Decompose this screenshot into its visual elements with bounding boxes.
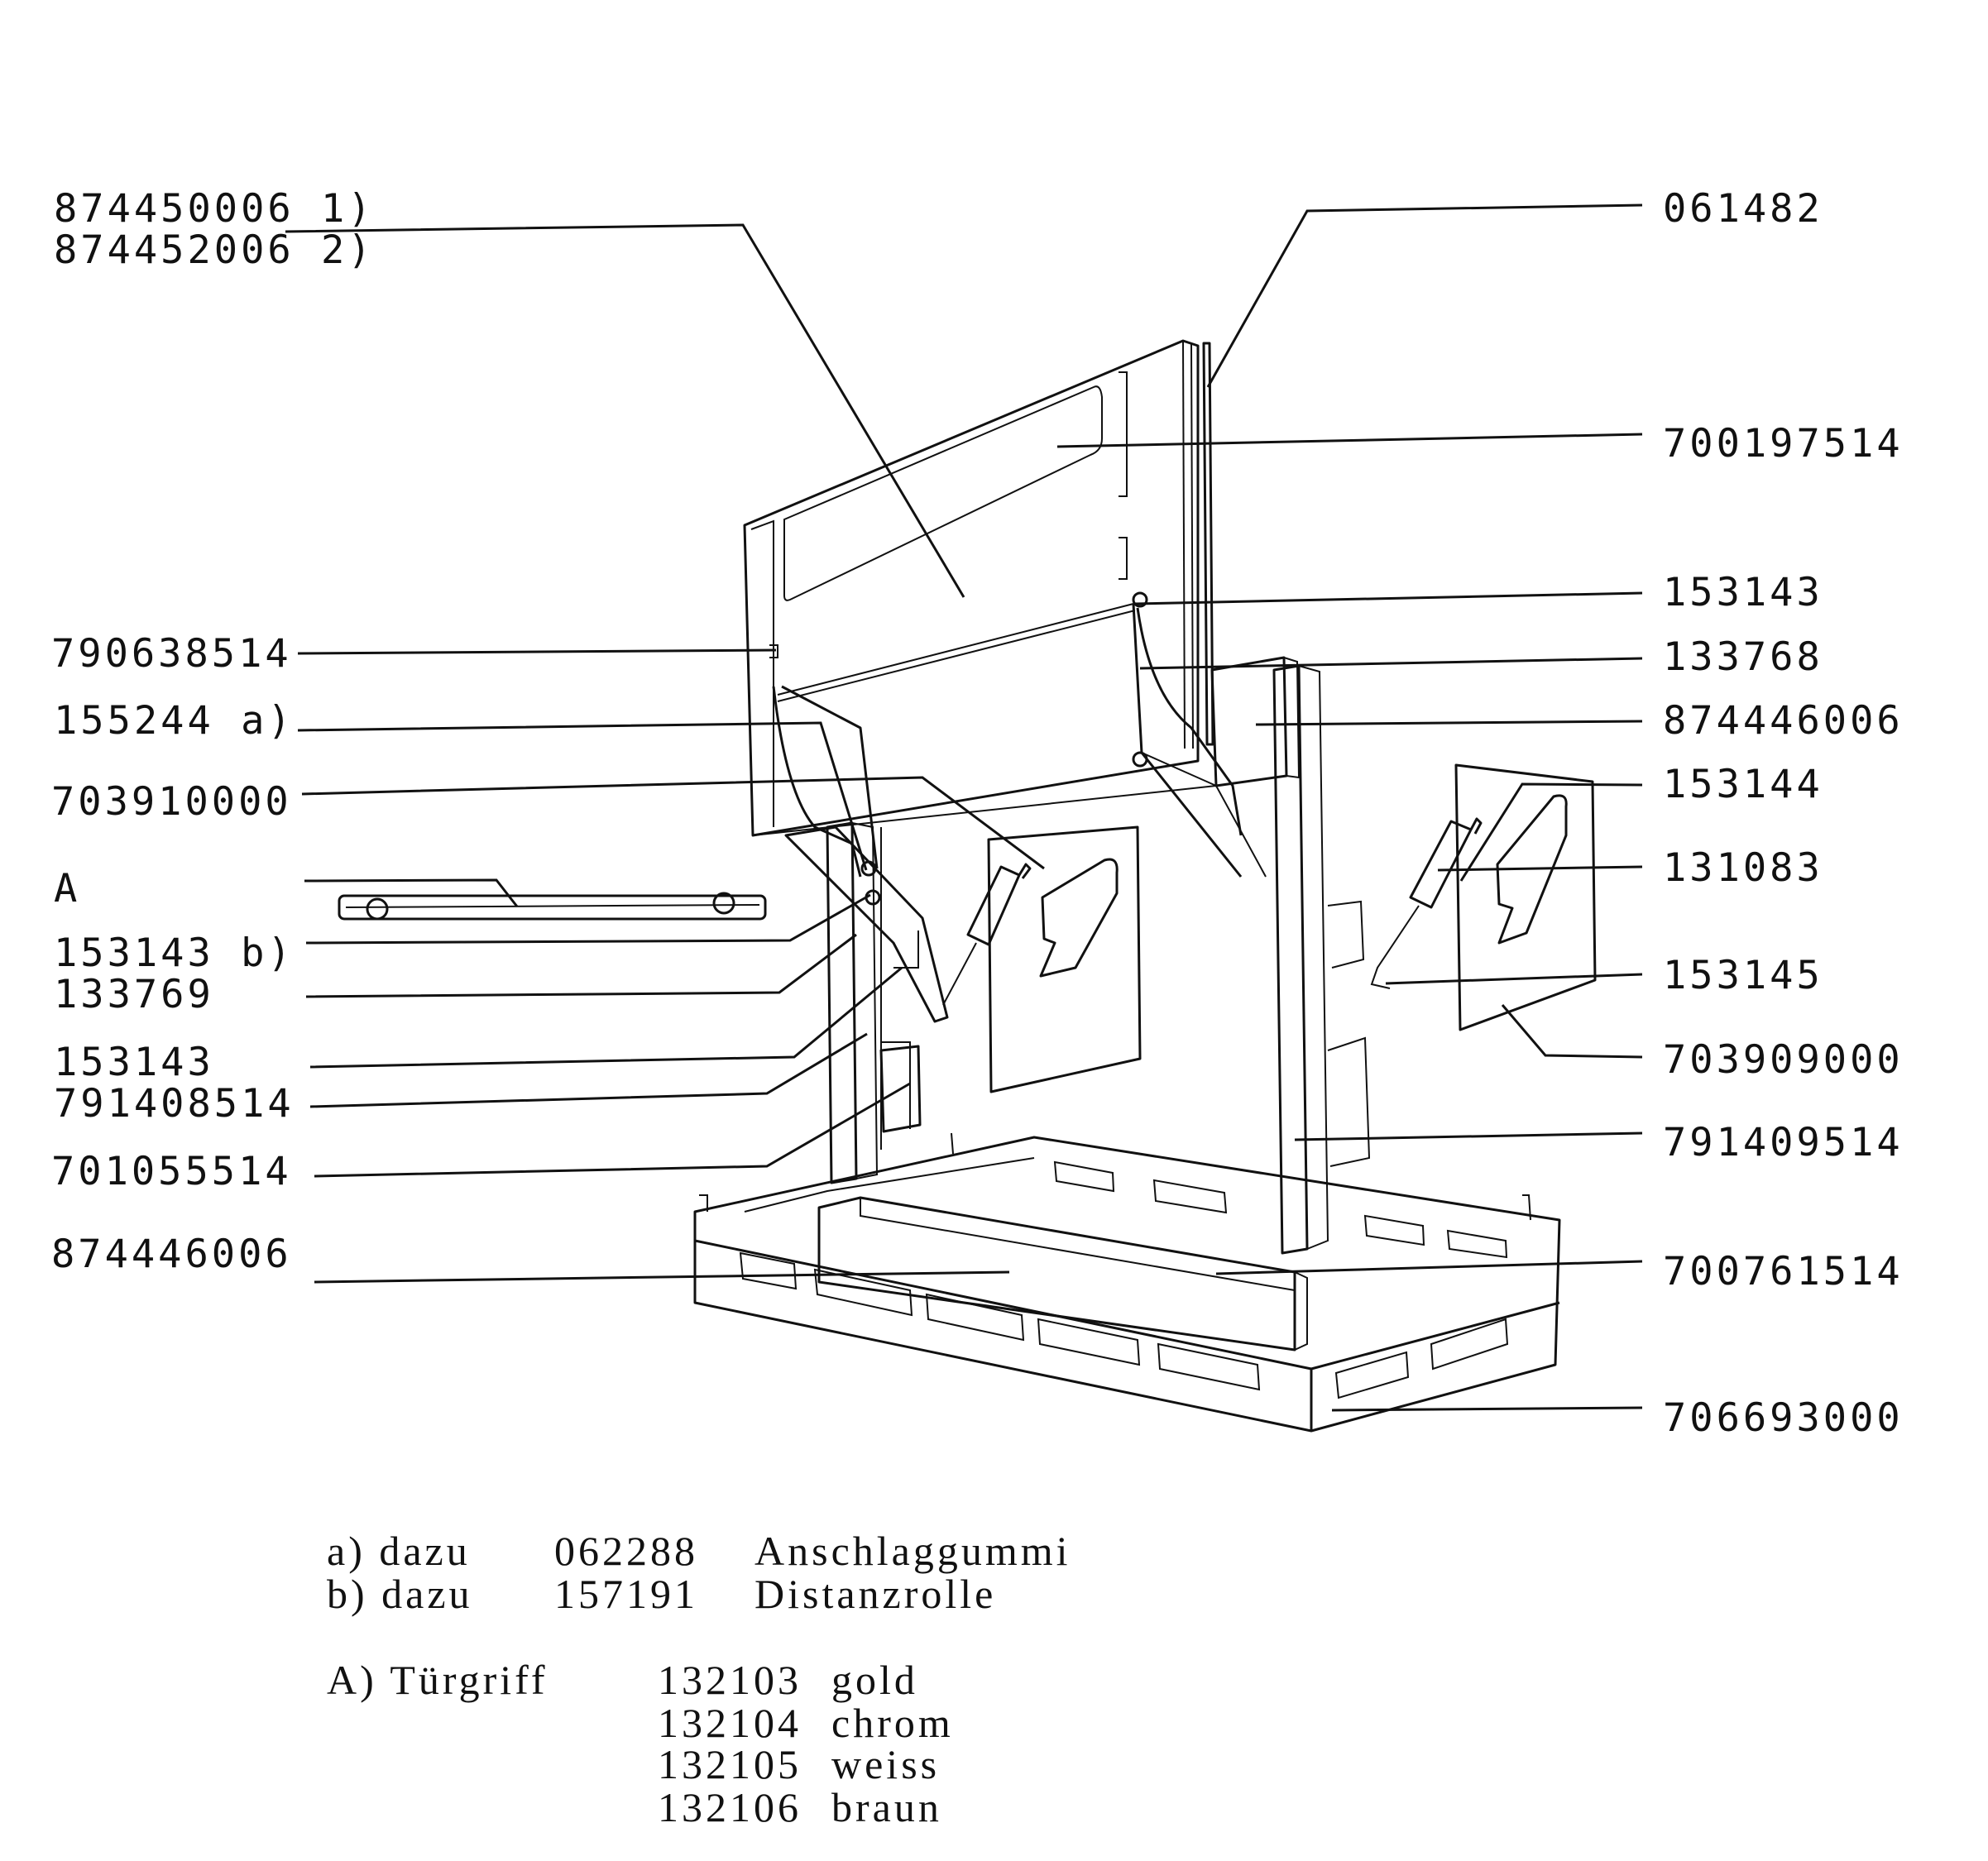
gas-springs <box>942 817 1483 1006</box>
label-153143-right: 153143 <box>1663 570 1823 615</box>
upper-box <box>1210 656 1301 787</box>
door-panel <box>743 339 1200 837</box>
label-703909000: 703909000 <box>1663 1037 1904 1083</box>
label-874446006-right: 874446006 <box>1663 698 1904 744</box>
label-701055514: 701055514 <box>51 1149 292 1194</box>
label-791408514: 791408514 <box>54 1081 295 1127</box>
note-handle-code-4: 132106 <box>658 1784 802 1830</box>
label-131083: 131083 <box>1663 845 1823 891</box>
note-handle-name-3: weiss <box>831 1741 940 1787</box>
side-panels <box>879 825 1371 1167</box>
label-153143-left: 153143 <box>54 1040 214 1085</box>
label-791409514: 791409514 <box>1663 1120 1904 1165</box>
note-a-name: Anschlaggummi <box>754 1528 1071 1574</box>
note-handle-name-1: gold <box>831 1657 918 1703</box>
label-153145: 153145 <box>1663 953 1823 998</box>
label-153143-b: 153143 b) <box>54 930 295 976</box>
front-rail <box>817 1196 1308 1351</box>
note-handle-name-4: braun <box>831 1784 942 1830</box>
note-b-code: 157191 <box>554 1571 698 1617</box>
note-handle-prefix: A) Türgriff <box>327 1657 548 1703</box>
note-a-prefix: a) dazu <box>327 1528 471 1574</box>
cabinet-drawing <box>338 339 1597 1433</box>
base-frame <box>693 1132 1561 1433</box>
label-874446006-left: 874446006 <box>51 1232 292 1277</box>
label-790638514: 790638514 <box>51 631 292 677</box>
label-874452006: 874452006 2) <box>54 227 375 273</box>
label-061482: 061482 <box>1663 186 1823 232</box>
footnotes: a) dazu 062288 Anschlaggummi b) dazu 157… <box>327 1528 1071 1830</box>
label-874450006: 874450006 1) <box>54 186 375 232</box>
hinge-linkages <box>752 591 1267 1023</box>
label-155244: 155244 a) <box>54 698 295 744</box>
left-post <box>826 821 879 1184</box>
part-labels: 874450006 1) 874452006 2) 061482 7001975… <box>51 186 1904 1441</box>
label-A: A <box>54 866 80 911</box>
note-handle-code-2: 132104 <box>658 1700 802 1746</box>
note-a-code: 062288 <box>554 1528 698 1574</box>
label-153144: 153144 <box>1663 762 1823 807</box>
note-handle-code-3: 132105 <box>658 1741 802 1787</box>
right-side-panel <box>1454 763 1597 1031</box>
right-post <box>1272 664 1329 1255</box>
seal-strip <box>1202 342 1214 746</box>
door-handle <box>338 892 767 921</box>
label-703910000: 703910000 <box>51 779 292 825</box>
note-handle-code-1: 132103 <box>658 1657 802 1703</box>
label-133768: 133768 <box>1663 634 1823 680</box>
note-b-prefix: b) dazu <box>327 1571 473 1617</box>
label-706693000: 706693000 <box>1663 1395 1904 1441</box>
label-133769: 133769 <box>54 972 214 1017</box>
note-handle-name-2: chrom <box>831 1700 954 1746</box>
label-700197514: 700197514 <box>1663 421 1904 466</box>
label-700761514: 700761514 <box>1663 1249 1904 1294</box>
note-b-name: Distanzrolle <box>754 1571 996 1617</box>
leader-lines <box>285 203 1643 1412</box>
